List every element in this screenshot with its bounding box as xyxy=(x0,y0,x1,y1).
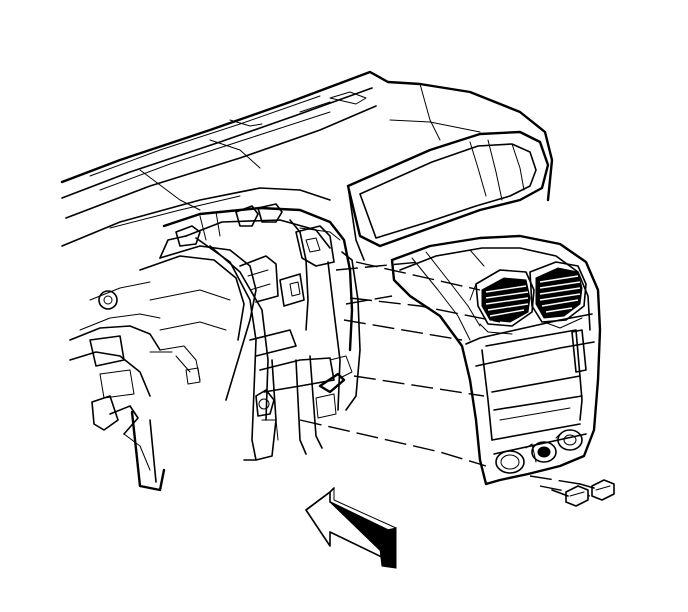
instrument-cluster-opening xyxy=(346,130,550,261)
left-air-outlet xyxy=(469,269,535,335)
steering-column-opening xyxy=(69,245,257,492)
control-knobs xyxy=(495,429,583,474)
center-bezel xyxy=(390,234,602,486)
fasteners xyxy=(551,479,615,507)
fastener-upper xyxy=(579,479,615,501)
right-air-outlet xyxy=(529,261,587,329)
fastener-lower xyxy=(551,485,589,507)
center-support-bracket xyxy=(159,203,361,461)
instrument-panel-top xyxy=(60,70,554,247)
direction-arrow xyxy=(305,487,397,569)
